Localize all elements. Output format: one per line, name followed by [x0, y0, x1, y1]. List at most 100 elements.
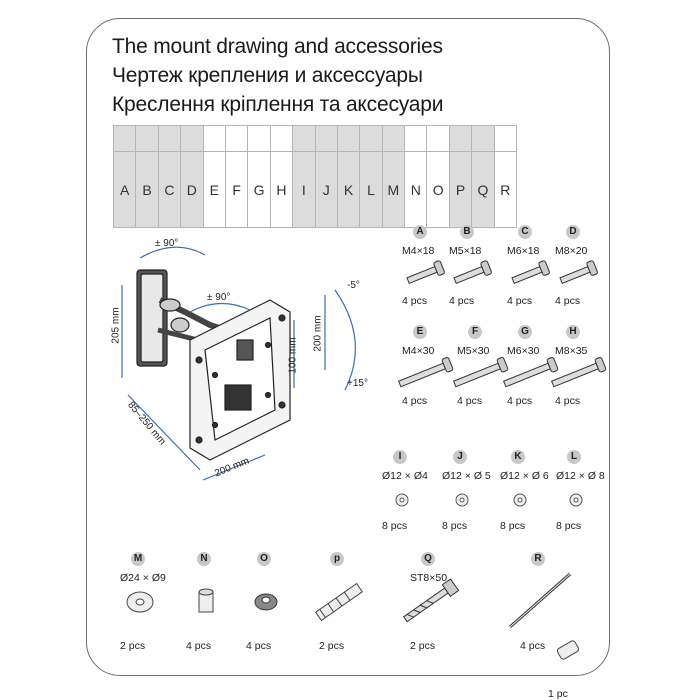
part-badge-e: E [413, 325, 427, 339]
large-washer-icon [126, 591, 154, 613]
plate-inner-label: 100 mm [287, 337, 299, 374]
part-spec: Ø12 × Ø 6 [500, 470, 549, 482]
part-quantity: 4 pcs [449, 295, 475, 307]
part-badge-a: A [413, 225, 427, 239]
letter-header-cell [381, 125, 406, 152]
letter-cell: L [359, 151, 383, 228]
part-badge-b: B [460, 225, 474, 239]
letter-cell: F [224, 151, 249, 228]
part-spec: M8×35 [555, 345, 588, 357]
part-spec: Ø24 × Ø9 [120, 572, 166, 584]
part-quantity: 2 pcs [120, 640, 146, 652]
part-quantity: 8 pcs [442, 520, 468, 532]
part-spec: M6×30 [507, 345, 540, 357]
part-badge-q: Q [421, 552, 435, 566]
part-quantity: 4 pcs [402, 295, 428, 307]
washer-icon [395, 493, 409, 507]
part-badge-m: M [131, 552, 145, 566]
part-quantity: 2 pcs [319, 640, 345, 652]
letter-cell: D [180, 151, 204, 228]
letter-cell: G [247, 151, 271, 228]
part-quantity: 4 pcs [457, 395, 483, 407]
letter-header-cell [359, 125, 383, 152]
part-badge-n: N [197, 552, 211, 566]
letter-cell: Q [471, 151, 495, 228]
letter-cell: E [202, 151, 226, 228]
letter-header-cell [336, 125, 361, 152]
letter-header-cell [314, 125, 338, 152]
letter-header-cell [202, 125, 226, 152]
part-spec: Ø12 × Ø 8 [556, 470, 605, 482]
part-spec: M5×30 [457, 345, 490, 357]
content-card [86, 18, 610, 676]
part-badge-p: p [330, 552, 344, 566]
lag-bolt-icon [403, 578, 460, 623]
washer-icon [513, 493, 527, 507]
part-badge-i: I [393, 450, 407, 464]
spacer-icon [198, 588, 214, 613]
part-badge-k: K [511, 450, 525, 464]
part-badge-f: F [468, 325, 482, 339]
screw-icon [406, 260, 445, 285]
rotation-top-label: ± 90° [155, 238, 179, 249]
screw-icon [397, 357, 454, 388]
part-badge-c: C [518, 225, 532, 239]
part-badge-o: O [257, 552, 271, 566]
letter-cell: P [448, 151, 473, 228]
nut-icon [254, 593, 278, 611]
part-badge-d: D [566, 225, 580, 239]
letter-cell: H [269, 151, 294, 228]
part-quantity: 4 pcs [186, 640, 212, 652]
letter-header-cell [269, 125, 294, 152]
part-spec: Ø12 × Ø 5 [442, 470, 491, 482]
part-quantity: 4 pcs [507, 295, 533, 307]
wall-anchor-icon [314, 582, 364, 622]
letter-header-cell [448, 125, 473, 152]
letter-cell: C [157, 151, 182, 228]
rotation-mid-label: ± 90° [207, 292, 231, 303]
part-badge-g: G [518, 325, 532, 339]
letter-cell: B [135, 151, 159, 228]
part-spec: M8×20 [555, 245, 588, 257]
letter-cell: A [112, 151, 137, 228]
letter-header-cell [292, 125, 316, 152]
hex-key-icon [556, 640, 580, 660]
part-spec: ST8×50 [410, 572, 448, 584]
letter-cell: M [381, 151, 406, 228]
part-badge-j: J [453, 450, 467, 464]
screw-icon [452, 357, 509, 388]
part-spec: M6×18 [507, 245, 540, 257]
part-badge-l: L [567, 450, 581, 464]
title-russian: Чертеж крепления и аксессуары [112, 64, 423, 87]
part-spec: Ø12 × Ø4 [382, 470, 428, 482]
screw-icon [550, 357, 607, 388]
part-quantity: 4 pcs [520, 640, 546, 652]
letter-header-cell [404, 125, 428, 152]
height-label: 205 mm [110, 307, 122, 344]
tilt-down-label: +15° [347, 378, 368, 389]
part-quantity: 4 pcs [246, 640, 272, 652]
tilt-up-label: -5° [347, 280, 360, 291]
part-quantity: 8 pcs [556, 520, 582, 532]
letter-cell: O [426, 151, 450, 228]
washer-icon [569, 493, 583, 507]
part-spec: M4×30 [402, 345, 435, 357]
letter-cell: I [292, 151, 316, 228]
letter-header-cell [180, 125, 204, 152]
screw-icon [511, 260, 550, 285]
screw-icon [453, 260, 492, 285]
part-quantity: 2 pcs [410, 640, 436, 652]
letter-header-cell [493, 125, 518, 152]
title-ukrainian: Креслення кріплення та аксесуари [112, 93, 444, 116]
letter-header-cell [135, 125, 159, 152]
part-quantity: 4 pcs [507, 395, 533, 407]
letter-header-cell [426, 125, 450, 152]
letter-header-cell [247, 125, 271, 152]
letter-header-cell [157, 125, 182, 152]
letter-cell: N [404, 151, 428, 228]
letter-header-cell [471, 125, 495, 152]
letter-header-cell [224, 125, 249, 152]
part-quantity: 4 pcs [555, 295, 581, 307]
screw-icon [559, 260, 598, 285]
